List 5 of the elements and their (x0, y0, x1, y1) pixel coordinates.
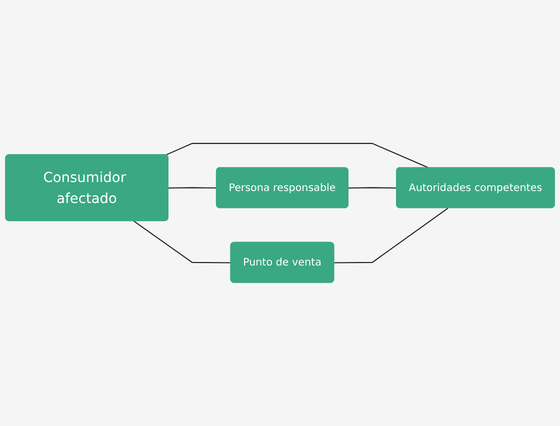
connector (168, 187, 217, 189)
connector (348, 187, 397, 189)
connector (133, 220, 231, 264)
connector (334, 208, 448, 264)
connector (165, 142, 429, 168)
